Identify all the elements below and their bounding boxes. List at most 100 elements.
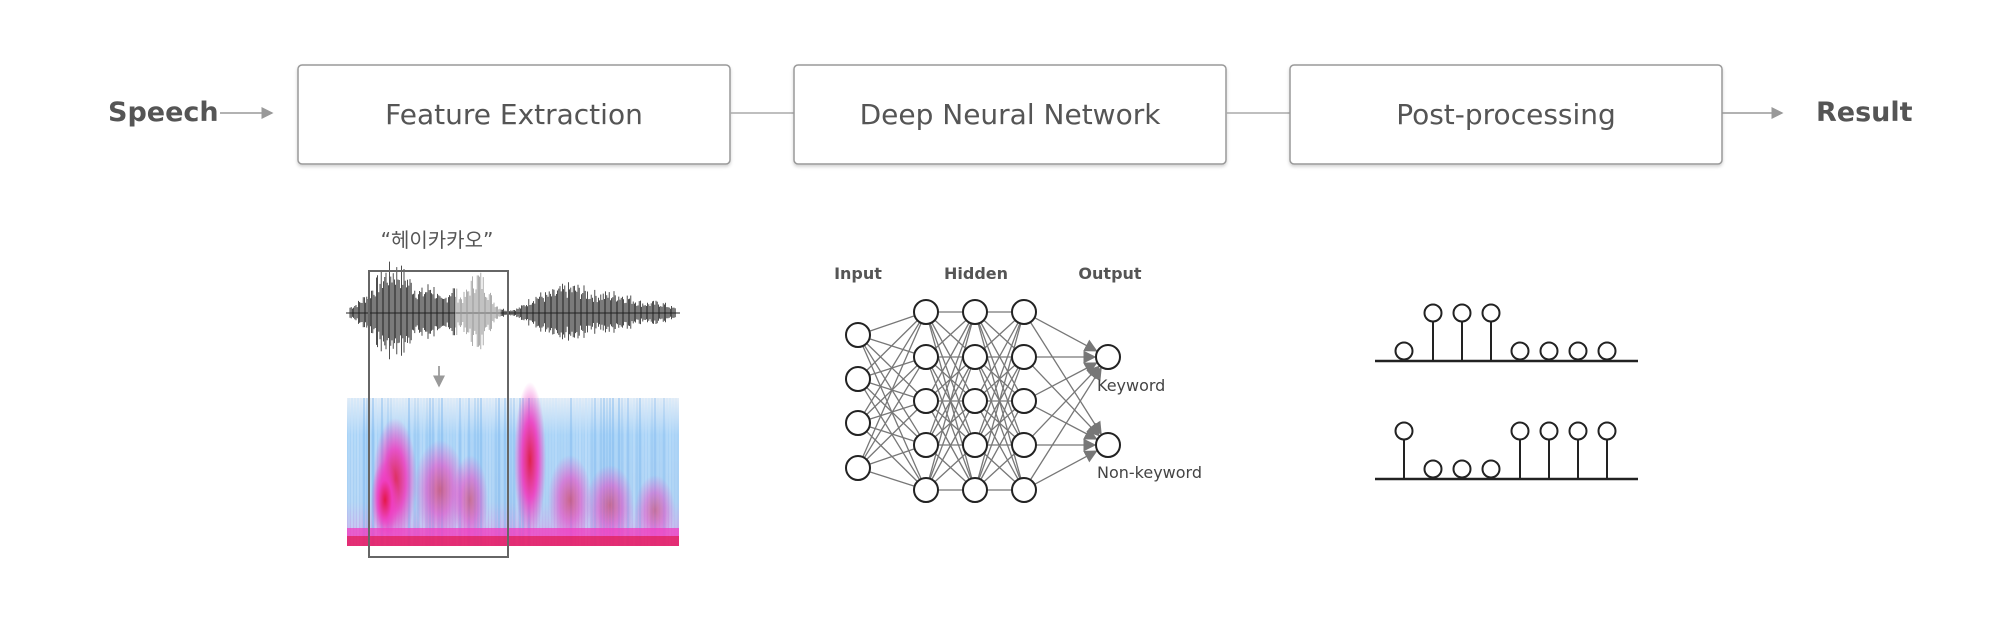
spectrogram-streak [651,398,653,546]
keyword-score-stems [1375,303,1638,363]
network-edge [978,323,1021,434]
stage-label-post-processing: Post-processing [1396,98,1616,131]
spectrogram-streak [624,398,626,546]
spectrogram-streak [657,398,659,546]
spectrogram-streak [591,398,593,546]
output-node [1095,344,1121,370]
spectrogram-streak [372,398,374,546]
network-edge [1031,365,1100,437]
network-edge [934,319,967,350]
network-edge [1034,317,1098,352]
spectrogram-streak [498,398,500,546]
hidden-node [913,477,939,503]
network-edge [929,323,972,434]
spectrogram-streak [354,398,356,546]
spectrogram-streak [504,398,506,546]
network-nodes [845,299,1121,503]
network-edge [934,452,967,483]
input-node [845,322,871,348]
spectrogram-streak [351,398,353,546]
spectrogram-streak [495,398,497,546]
spectrogram-streak [501,398,503,546]
network-edge [931,322,970,391]
stem-marker [1481,303,1501,323]
network-edge [1029,366,1102,481]
spectrogram-streak [672,398,674,546]
stage-box-feature-extraction: Feature Extraction [297,64,731,165]
stem-marker [1568,341,1588,361]
hidden-node [1011,432,1037,458]
hidden-node [1011,388,1037,414]
spectrogram-streak [642,398,644,546]
spectrogram-streak [513,398,515,546]
output-node [1095,432,1121,458]
network-edge [980,411,1019,480]
hidden-node [962,432,988,458]
network-edge [1029,321,1102,436]
stem-marker [1597,421,1617,441]
hidden-node [913,344,939,370]
stem-marker [1423,459,1443,479]
layer-label-input: Input [834,264,882,283]
waveform [346,261,680,360]
stage-label-feature-extraction: Feature Extraction [385,98,643,131]
network-edge [869,448,915,465]
network-edge [866,408,918,461]
spectrogram-streak [546,398,548,546]
spectrogram-streak [675,398,677,546]
non-keyword-score-stems [1375,421,1638,481]
output-label-non-keyword: Non-keyword [1097,463,1202,482]
stem-marker [1568,421,1588,441]
network-edge [929,368,972,479]
stem-marker [1481,459,1501,479]
spectrogram-streak [486,398,488,546]
spectrogram-streak [639,398,641,546]
selection-window [368,270,509,558]
hidden-node [1011,477,1037,503]
spectrogram-streak [510,398,512,546]
input-node [845,455,871,481]
network-edge [1034,362,1098,396]
network-edge [1034,406,1098,440]
hidden-node [962,299,988,325]
spectrogram-streak [549,398,551,546]
stage-label-deep-neural-network: Deep Neural Network [860,98,1162,131]
output-label-keyword: Keyword [1097,376,1165,395]
spectrogram-streak [366,398,368,546]
spectrogram-streak [489,398,491,546]
spectrogram-streak [654,398,656,546]
stem-marker [1597,341,1617,361]
stem-marker [1539,421,1559,441]
stage-box-post-processing: Post-processing [1289,64,1723,165]
network-edge [983,319,1016,350]
spectrogram-streak [492,398,494,546]
stem-marker [1394,421,1414,441]
utterance-label: “헤이카카오” [381,228,494,252]
spectrogram-streak [363,398,365,546]
stem-marker [1510,341,1530,361]
network-edge [863,366,921,459]
network-connections [862,311,1102,491]
spectrogram-streak [594,398,596,546]
spectrogram-streak [636,398,638,546]
spectrogram [347,382,679,546]
spectrogram-streak [666,398,668,546]
network-edge [869,471,915,487]
stem-marker [1423,303,1443,323]
hidden-node [962,388,988,414]
spectrogram-streak [588,398,590,546]
network-edge [980,322,1019,391]
hidden-node [1011,344,1037,370]
input-node [845,366,871,392]
hidden-node [962,477,988,503]
network-edge [869,315,915,332]
input-node [845,410,871,436]
spectrogram-streak [663,398,665,546]
spectrogram-streak [660,398,662,546]
spectrogram-streak [633,398,635,546]
stem-marker [1394,341,1414,361]
stem-marker [1452,459,1472,479]
speech-label: Speech [108,97,219,128]
hidden-node [913,388,939,414]
